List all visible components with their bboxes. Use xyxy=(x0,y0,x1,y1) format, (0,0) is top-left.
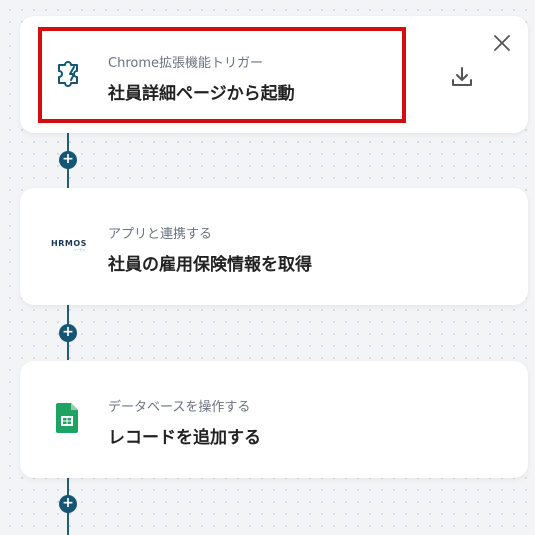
step-title: 社員の雇用保険情報を取得 xyxy=(108,255,312,275)
download-icon[interactable] xyxy=(450,65,474,89)
step-sub-label: アプリと連携する xyxy=(108,227,213,242)
step-title: 社員詳細ページから起動 xyxy=(108,84,295,104)
step-title: レコードを追加する xyxy=(108,428,261,448)
google-sheets-icon xyxy=(56,402,78,437)
add-step-button[interactable]: + xyxy=(59,324,77,342)
puzzle-icon xyxy=(50,53,90,97)
close-icon[interactable] xyxy=(492,33,512,53)
hrmos-logo-text: HRMOS xyxy=(51,239,87,248)
trigger-step-card[interactable]: Chrome拡張機能トリガー 社員詳細ページから起動 xyxy=(20,16,528,133)
step-sub-label: データベースを操作する xyxy=(108,400,251,415)
hrmos-logo-tagline: ハーモス xyxy=(72,248,85,252)
database-step-card[interactable]: データベースを操作する レコードを追加する xyxy=(20,361,528,478)
add-step-button[interactable]: + xyxy=(59,495,77,513)
add-step-button[interactable]: + xyxy=(59,151,77,169)
app-step-card[interactable]: アプリと連携する 社員の雇用保険情報を取得 xyxy=(20,188,528,305)
step-sub-label: Chrome拡張機能トリガー xyxy=(108,56,263,71)
hrmos-logo: HRMOS ハーモス xyxy=(51,239,91,252)
